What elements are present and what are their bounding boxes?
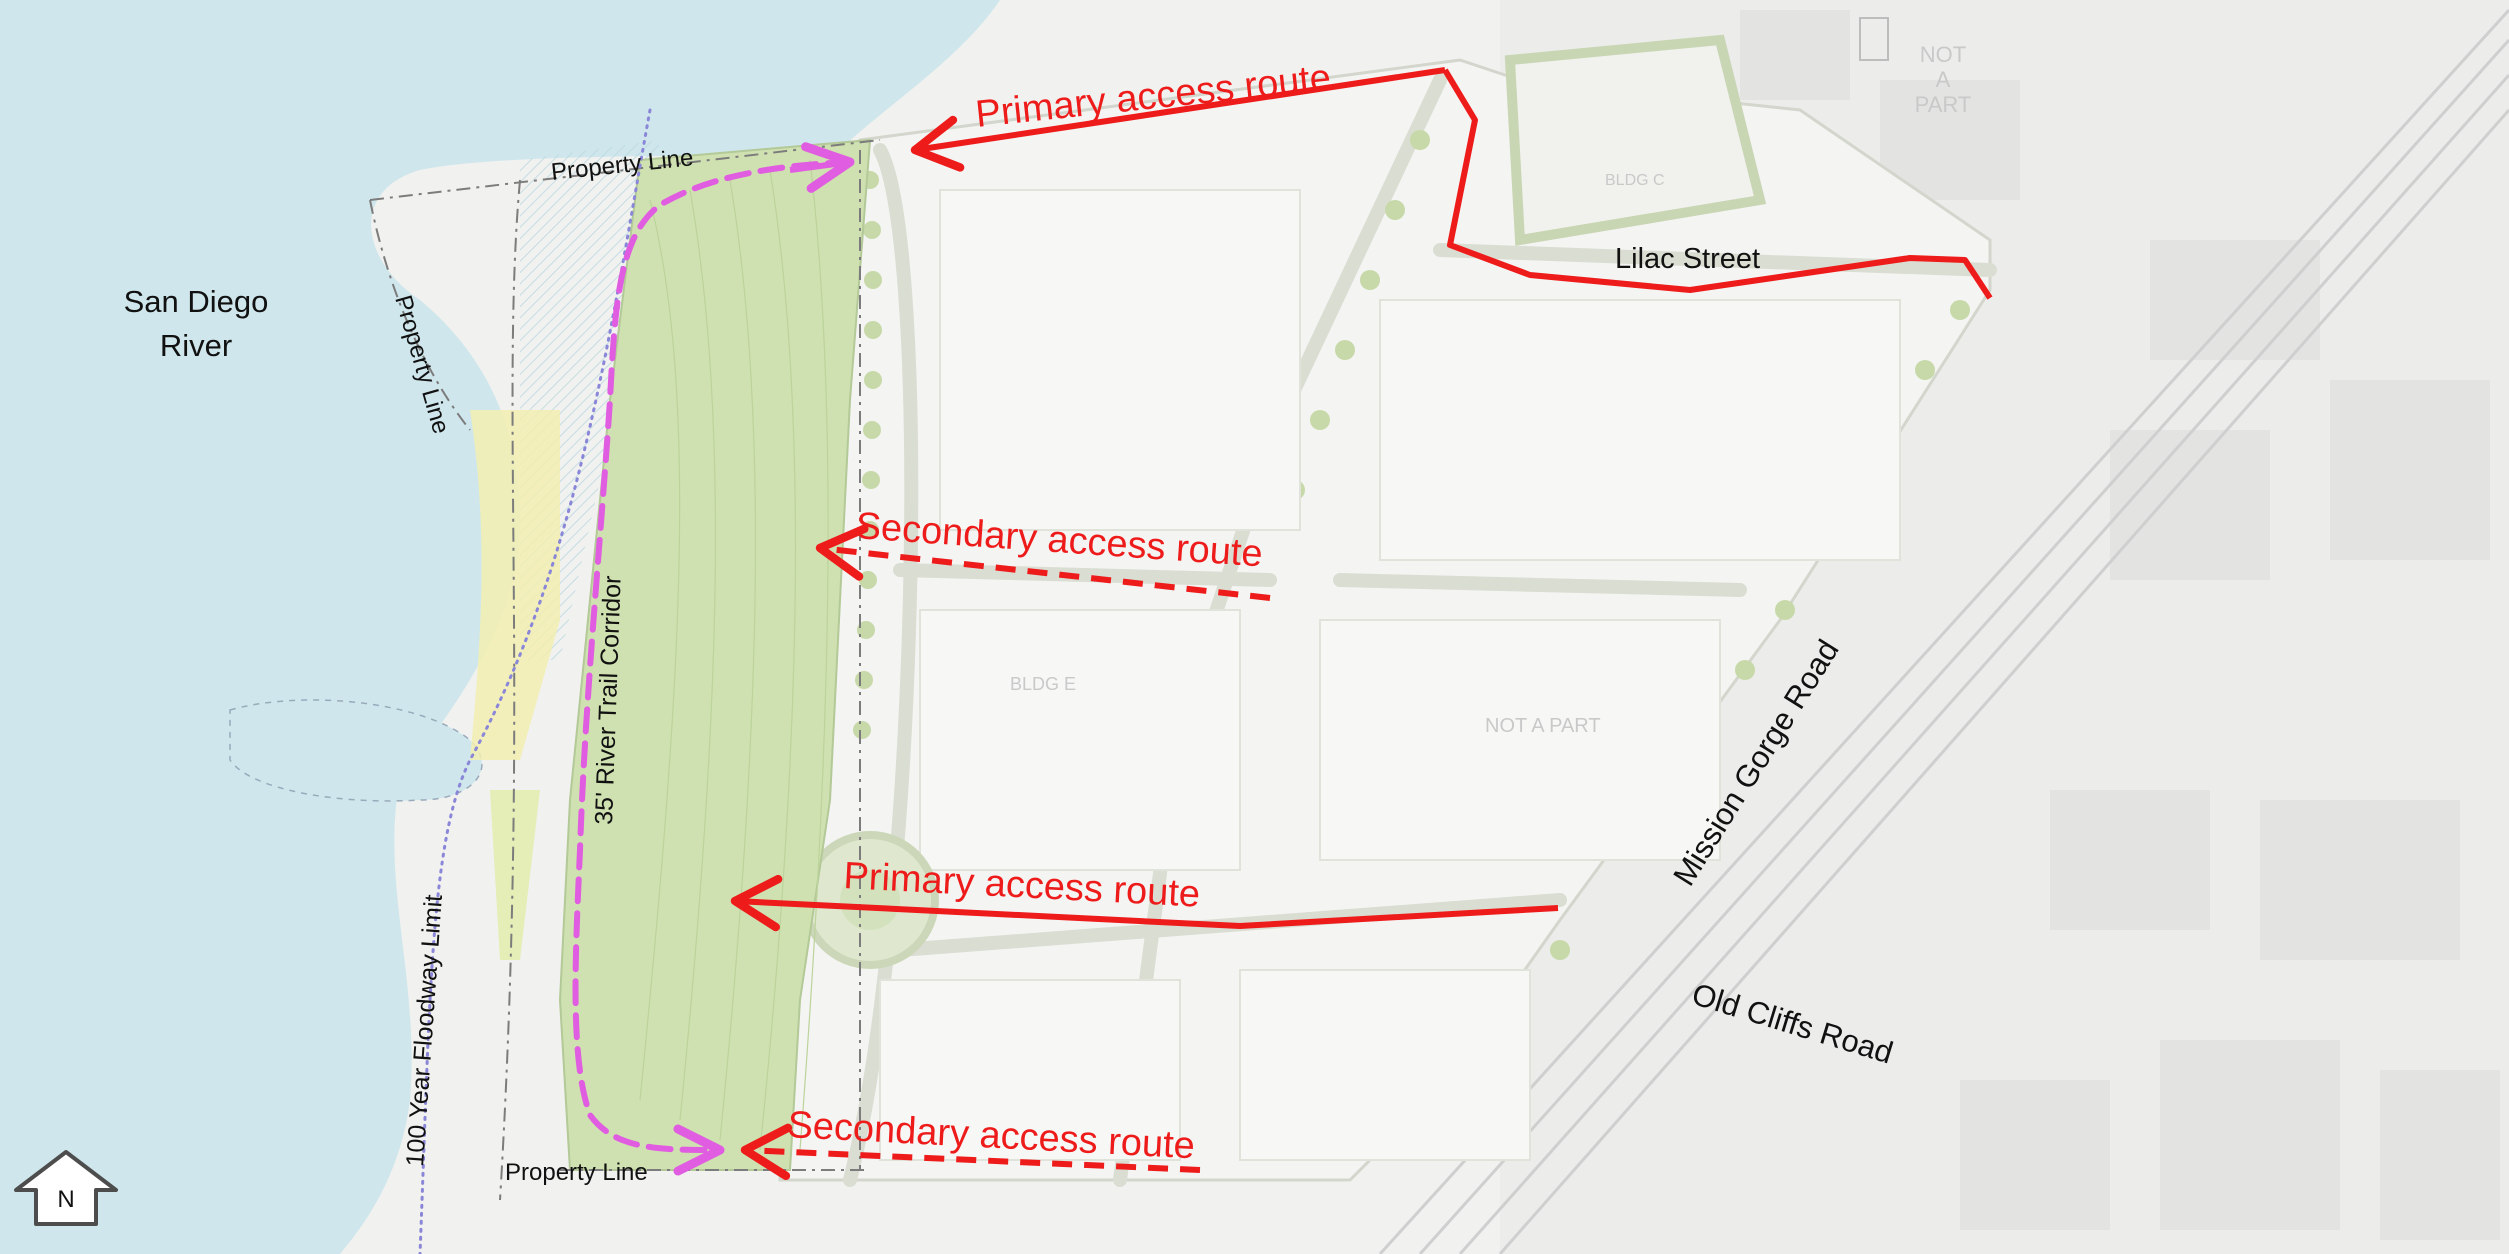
bldg-c-label: BLDG C bbox=[1605, 172, 1665, 189]
not-a-part-inner-label: NOT A PART bbox=[1485, 715, 1601, 737]
river-trail-path bbox=[572, 159, 853, 1176]
north-arrow-icon: N bbox=[14, 1150, 118, 1226]
north-arrow-letter: N bbox=[57, 1186, 74, 1213]
property-line-bottom-label: Property Line bbox=[505, 1159, 648, 1186]
bldg-e-label: BLDG E bbox=[1010, 674, 1076, 694]
secondary-route-middle-arrow bbox=[815, 524, 1271, 601]
not-a-part-marker bbox=[1859, 17, 1889, 61]
lilac-street-label: Lilac Street bbox=[1615, 243, 1760, 275]
building-block-north bbox=[1504, 34, 1767, 246]
river-water bbox=[0, 0, 1000, 1254]
not-a-part-line3: PART bbox=[1915, 92, 1972, 117]
building-blocks bbox=[879, 189, 1901, 1161]
not-a-part-line1: NOT bbox=[1920, 42, 1966, 67]
rail-corridor bbox=[1378, 8, 2509, 1254]
river-trail-arrow-north bbox=[789, 142, 855, 193]
urban-blocks bbox=[1740, 10, 2500, 1240]
not-a-part-line2: A bbox=[1936, 67, 1951, 92]
yellow-upland-strip bbox=[470, 410, 560, 760]
primary-route-north-arrow bbox=[910, 67, 1446, 172]
primary-route-south-arrow bbox=[730, 874, 1559, 932]
secondary-route-south-arrow bbox=[740, 1123, 1201, 1181]
river-label-line2: River bbox=[160, 328, 232, 363]
roundabout-center bbox=[840, 870, 900, 930]
park-contours bbox=[639, 159, 829, 1151]
green-strip-west bbox=[490, 790, 540, 960]
river-label-line1: San Diego bbox=[124, 284, 269, 319]
lilac-street-route bbox=[1442, 68, 1993, 300]
river-lobe-west bbox=[229, 699, 483, 802]
